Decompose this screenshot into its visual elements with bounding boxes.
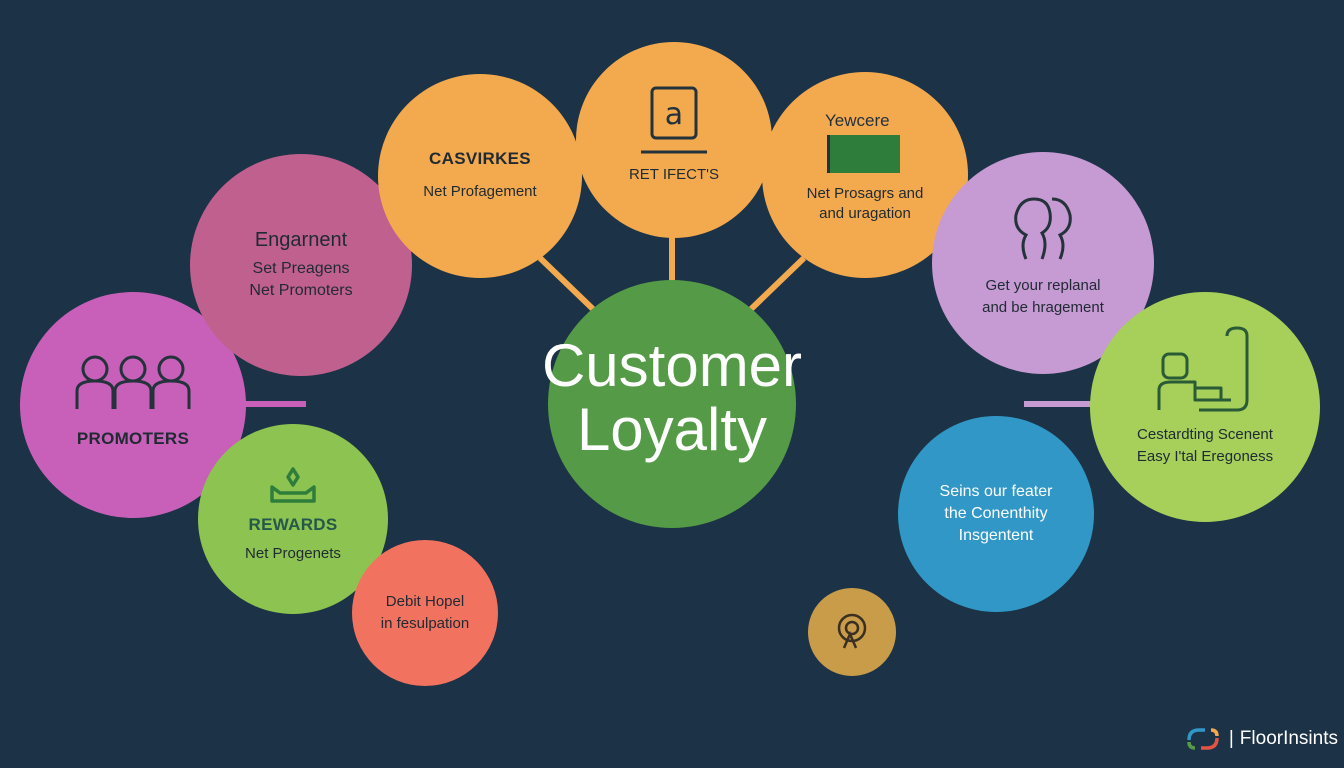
crown-icon <box>270 467 316 503</box>
green-card-icon: Yewcere <box>825 111 905 173</box>
casvirkes-line1: Net Profagement <box>423 183 537 200</box>
node-small <box>808 588 896 676</box>
brand-separator: | <box>1228 728 1234 749</box>
center-title-line2: Loyalty <box>576 396 768 463</box>
promoters-heading: PROMOTERS <box>76 429 190 448</box>
node-connect: Seins our feater the Conenthity Insgente… <box>898 416 1094 612</box>
engagement-line1: Set Preagens <box>252 260 350 277</box>
casvirkes-heading: CASVIRKES <box>429 149 531 168</box>
replanal-line1: Get your replanal <box>985 277 1101 294</box>
svg-text:a: a <box>665 97 683 132</box>
connect-line2: the Conenthity <box>944 505 1048 522</box>
reward2-line2: and uragation <box>819 205 911 222</box>
user-laptop-icon <box>1157 326 1249 412</box>
brand-footer: | FloorInsints <box>1185 726 1338 752</box>
connector-reward2 <box>745 255 807 315</box>
rewards-line1: Net Progenets <box>245 545 341 562</box>
center-circle <box>548 280 796 528</box>
standing-line2: Easy I'tal Eregoness <box>1136 448 1274 465</box>
center-title: Customer Loyalty <box>480 334 864 462</box>
green-card-block <box>827 135 900 173</box>
document-at-icon: a <box>641 86 707 154</box>
two-heads-icon <box>1014 197 1072 260</box>
debit-line1: Debit Hopel <box>385 593 465 610</box>
connector-casvirkes <box>537 255 599 315</box>
node-rewards: REWARDS Net Progenets <box>198 424 388 614</box>
rewards-heading: REWARDS <box>248 515 338 534</box>
replanal-line2: and be hragement <box>982 299 1104 316</box>
people-group-icon <box>75 355 191 409</box>
interlocking-logo-icon <box>1187 728 1219 750</box>
green-card-label: Yewcere <box>825 111 890 130</box>
effects-line1: RET IFECT'S <box>628 166 720 183</box>
node-standing: Cestardting Scenent Easy I'tal Eregoness <box>1090 292 1320 522</box>
reward2-line1: Net Prosagrs and <box>806 185 924 202</box>
node-casvirkes: CASVIRKES Net Profagement <box>378 74 582 278</box>
connect-line1: Seins our feater <box>939 483 1053 500</box>
debit-line2: in fesulpation <box>380 615 470 632</box>
standing-line1: Cestardting Scenent <box>1137 426 1273 443</box>
connect-line3: Insgentent <box>958 527 1034 544</box>
node-debit: Debit Hopel in fesulpation <box>352 540 498 686</box>
center-title-line1: Customer <box>541 332 803 399</box>
target-hand-icon <box>837 613 867 649</box>
brand-name: FloorInsints <box>1239 728 1338 749</box>
node-reward2: Yewcere Net Prosagrs and and uragation <box>762 72 968 278</box>
engagement-heading: Engarnent <box>254 229 348 251</box>
engagement-line2: Net Promoters <box>249 282 353 299</box>
node-effects: a RET IFECT'S <box>576 42 772 238</box>
node-engagement: Engarnent Set Preagens Net Promoters <box>190 154 412 376</box>
